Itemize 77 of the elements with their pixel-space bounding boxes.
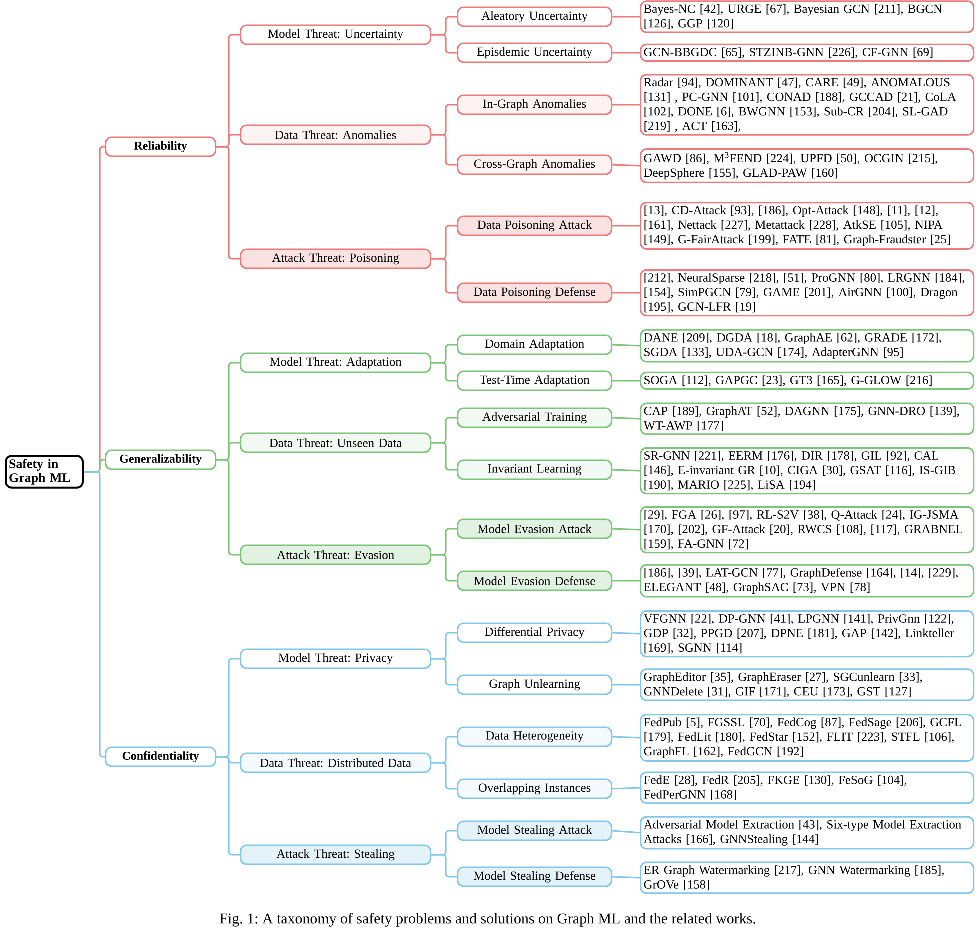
subcategory-box: Data Poisoning Attack [457,216,613,236]
reference-box: VFGNN [22], DP-GNN [41], LPGNN [141], PrivGnn [122], GDP [32], PPGD [207], DPNE [181], GAP [142], Linkteller [169], SGNN [114] [640,610,975,658]
subcategory-box: In-Graph Anomalies [457,94,613,116]
connector-line [612,469,640,472]
connector-line [432,762,457,790]
subcategory-box: Model Evasion Attack [457,518,613,540]
connector-line [612,380,640,382]
subcategory-box: Domain Adaptation [457,334,613,356]
connector-line [612,787,640,790]
subcategory-box: Cross-Graph Anomalies [457,154,613,176]
reference-box: FedPub [5], FGSSL [70], FedCog [87], FedSage [206], GCFL [179], FedLit [180], FedStar [152], FLIT [223], STFL [106], GraphFL [162], FedGCN [192] [640,714,975,762]
reference-box: GraphEditor [35], GraphEraser [27], SGCunlearn [33], GNNDelete [31], GIF [171], CEU [173], GST [127] [640,668,975,702]
root-box: Safety in Graph ML [5,455,84,489]
subcategory-box: Adversarial Training [457,408,613,428]
connector-line [612,52,640,54]
subcategory-box: Data Heterogeneity [457,726,613,748]
reference-box: Bayes-NC [42], URGE [67], Bayesian GCN [211], BGCN [126], GGP [120] [640,0,975,34]
threat-box: Model Threat: Privacy [240,648,432,670]
connector-line [216,756,240,856]
category-box: Reliability [105,136,217,158]
connector-line [612,292,640,294]
subcategory-box: Episdemic Uncertainty [457,42,613,64]
connector-line [612,344,640,347]
reference-box: [29], FGA [26], [97], RL-S2V [38], Q-Attack [24], IG-JSMA [170], [202], GF-Attack [20], RWCS [108], [117], GRABNEL [159], FA-GNN [72] [640,506,975,554]
caption: Fig. 1: A taxonomy of safety problems and solutions on Graph ML and the related works. [220,913,756,927]
category-box: Confidentiality [105,746,217,768]
threat-box: Data Threat: Unseen Data [240,432,432,454]
subcategory-box: Invariant Learning [457,460,613,480]
connector-line [612,104,640,106]
threat-box: Data Threat: Anomalies [240,124,432,146]
threat-box: Data Threat: Distributed Data [240,752,432,774]
subcategory-box: Data Poisoning Defense [457,282,613,304]
connector-line [432,442,457,471]
connector-line [612,632,640,635]
subcategory-box: Overlapping Instances [457,778,613,800]
connector-line [612,225,640,227]
subcategory-box: Differential Privacy [457,622,613,644]
threat-box: Model Threat: Uncertainty [240,24,432,46]
reference-box: ER Graph Watermarking [217], GNN Watermarking [185], GrOVe [158] [640,862,975,894]
reference-box: DANE [209], DGDA [18], GraphAE [62], GRADE [172], SGDA [133], UDA-GCN [174], AdapterGNN [95] [640,329,975,363]
subcategory-box: Aleatory Uncertainty [457,6,613,28]
reference-box: CAP [189], GraphAT [52], DAGNN [175], GNN-DRO [139], WT-AWP [177] [640,402,975,436]
reference-box: [186], [39], LAT-GCN [77], GraphDefense [164], [14], [229], ELEGANT [48], GraphSAC [73], VPN [78] [640,564,975,598]
threat-box: Attack Threat: Stealing [240,844,432,866]
reference-box: GAWD [86], M$^{3}$FEND [224], UPFD [50], OCGIN [215], DeepSphere [155], GLAD-PAW [160] [640,148,975,184]
connector-line [612,684,640,686]
connector-line [612,164,640,167]
connector-line [432,554,457,582]
connector-line [216,459,240,556]
connector-line [612,876,640,879]
category-box: Generalizability [105,450,217,470]
connector-line [612,417,640,420]
threat-box: Attack Threat: Poisoning [240,248,432,270]
connector-line [432,258,457,294]
reference-box: Radar [94], DOMINANT [47], CARE [49], ANOMALOUS [131] , PC-GNN [101], CONAD [188], GCCAD [21], CoLA [102], DONE [6], BWGNN [153], Sub-CR [204], SL-GAD [219] , ACT [163], [640,74,975,136]
connector-line [432,658,457,686]
connector-line [216,146,240,260]
connector-line [612,580,640,582]
subcategory-box: Test-Time Adaptation [457,370,613,392]
subcategory-box: Model Evasion Defense [457,570,613,592]
reference-box: [212], NeuralSparse [218], [51], ProGNN [80], LRGNN [184], [154], SimPGCN [79], GAME [201], AirGNN [100], Dragon [195], GCN-LFR [19] [640,269,975,317]
threat-box: Model Threat: Adaptation [240,352,432,374]
connector-line [612,528,640,531]
connector-line [612,736,640,739]
reference-box: Adversarial Model Extraction [43], Six-type Model Extraction Attacks [166], GNNStealing [144] [640,816,975,850]
reference-box: [13], CD-Attack [93], [186], Opt-Attack [148], [11], [12], [161], Nettack [227], Metattack [228], AtkSE [105], NIPA [149], G-FairAttack [199], FATE [81], Graph-Fraudster [25] [640,202,975,250]
reference-box: SOGA [112], GAPGC [23], GT3 [165], G-GLOW [216] [640,372,975,390]
subcategory-box: Model Stealing Attack [457,820,613,842]
subcategory-box: Graph Unlearning [457,674,613,696]
reference-box: SR-GNN [221], EERM [176], DIR [178], GIL [92], CAL [146], E-invariant GR [10], CIGA [30], GSAT [116], IS-GIB [190], MARIO [225], LiSA [194] [640,447,975,495]
connector-line [432,134,457,166]
connector-line [612,830,640,834]
subcategory-box: Model Stealing Defense [457,866,613,888]
threat-box: Attack Threat: Evasion [240,544,432,566]
reference-box: GCN-BBGDC [65], STZINB-GNN [226], CF-GNN [69] [640,44,975,62]
connector-line [612,16,640,18]
reference-box: FedE [28], FedR [205], FKGE [130], FeSoG [104], FedPerGNN [168] [640,772,975,804]
